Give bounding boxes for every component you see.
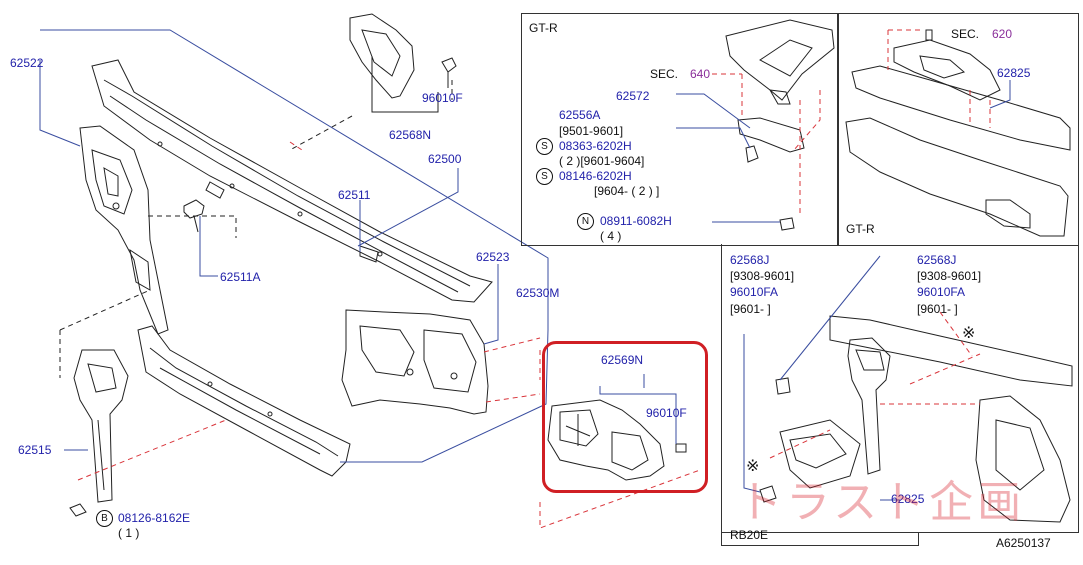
bolt-b-marker: B <box>96 510 113 527</box>
gtr-right-title: GT-R <box>846 222 875 236</box>
upper-core-support-62511 <box>91 59 493 303</box>
gtr-left-sec-label: SEC. <box>650 67 679 81</box>
rb20e-mark-left: ※ <box>746 458 760 475</box>
gtr-bumper-drawing <box>845 29 1071 237</box>
label-96010fa-right: 96010FA <box>917 285 966 299</box>
label-62568n: 62568N <box>389 128 432 142</box>
label-62568j-right-range: [9308-9601] <box>917 269 982 283</box>
rb20e-title: RB20E <box>730 528 769 542</box>
s2-marker: S <box>536 168 553 185</box>
label-96010fa-right-range: [9601- ] <box>917 302 958 316</box>
label-62511a: 62511A <box>220 270 261 284</box>
label-62556a-range: [9501-9601] <box>559 124 624 138</box>
s1-marker: S <box>536 138 553 155</box>
lower-core-support-62530m <box>137 325 351 477</box>
label-62825-rb20e: 62825 <box>891 492 925 506</box>
gtr-inset-left <box>521 13 839 246</box>
label-62568j-left-range: [9308-9601] <box>730 269 795 283</box>
label-62825-gtr: 62825 <box>997 66 1031 80</box>
label-bolt-b-qty: ( 1 ) <box>118 526 140 540</box>
rb20e-drawing <box>743 255 1073 523</box>
label-62515: 62515 <box>18 443 52 457</box>
gtr-right-sec-label: SEC. <box>951 27 980 41</box>
label-96010fa-left: 96010FA <box>730 285 779 299</box>
label-08911-6082h: 08911-6082H <box>600 214 672 228</box>
label-62568j-left: 62568J <box>730 253 770 267</box>
right-bracket-62523 <box>341 309 489 415</box>
label-62569n: 62569N <box>601 353 644 367</box>
top-bracket-62568n <box>349 13 457 99</box>
label-96010f-top: 96010F <box>422 91 463 105</box>
label-62500: 62500 <box>428 152 462 166</box>
bolt-62511a <box>183 199 205 233</box>
label-62511: 62511 <box>338 188 371 202</box>
rb20e-mark-right: ※ <box>962 325 976 342</box>
label-08363-6202h: 08363-6202H <box>559 139 632 153</box>
bracket-62569n <box>547 374 687 481</box>
side-member-62515 <box>69 349 129 517</box>
label-62556a: 62556A <box>559 108 601 122</box>
label-62523: 62523 <box>476 250 510 264</box>
rb20e-inset-tab <box>721 532 919 546</box>
label-62522: 62522 <box>10 56 44 70</box>
label-08363-detail: ( 2 )[9601-9604] <box>559 154 645 168</box>
label-08146-detail: [9604- ( 2 ) ] <box>594 184 660 198</box>
gtr-left-sec-num: 640 <box>690 67 711 81</box>
gtr-right-sec-num: 620 <box>992 27 1013 41</box>
label-62568j-right: 62568J <box>917 253 957 267</box>
left-bracket-62522 <box>79 125 169 335</box>
label-08911-qty: ( 4 ) <box>600 229 622 243</box>
label-62572: 62572 <box>616 89 650 103</box>
label-62530m: 62530M <box>516 286 560 300</box>
label-08126-8162e: 08126-8162E <box>118 511 191 525</box>
label-96010f-box: 96010F <box>646 406 687 420</box>
n-marker: N <box>577 213 594 230</box>
diagram-id: A6250137 <box>996 536 1051 550</box>
gtr-left-title: GT-R <box>529 21 558 35</box>
gtr-bracket-drawing <box>676 19 835 231</box>
rb20e-inset <box>721 244 1079 533</box>
highlight-box-62569n <box>542 341 708 493</box>
label-08146-6202h: 08146-6202H <box>559 169 632 183</box>
watermark-logo: トラスト企画 <box>738 477 1026 528</box>
gtr-inset-right <box>837 13 1079 246</box>
label-96010fa-left-range: [9601- ] <box>730 302 771 316</box>
